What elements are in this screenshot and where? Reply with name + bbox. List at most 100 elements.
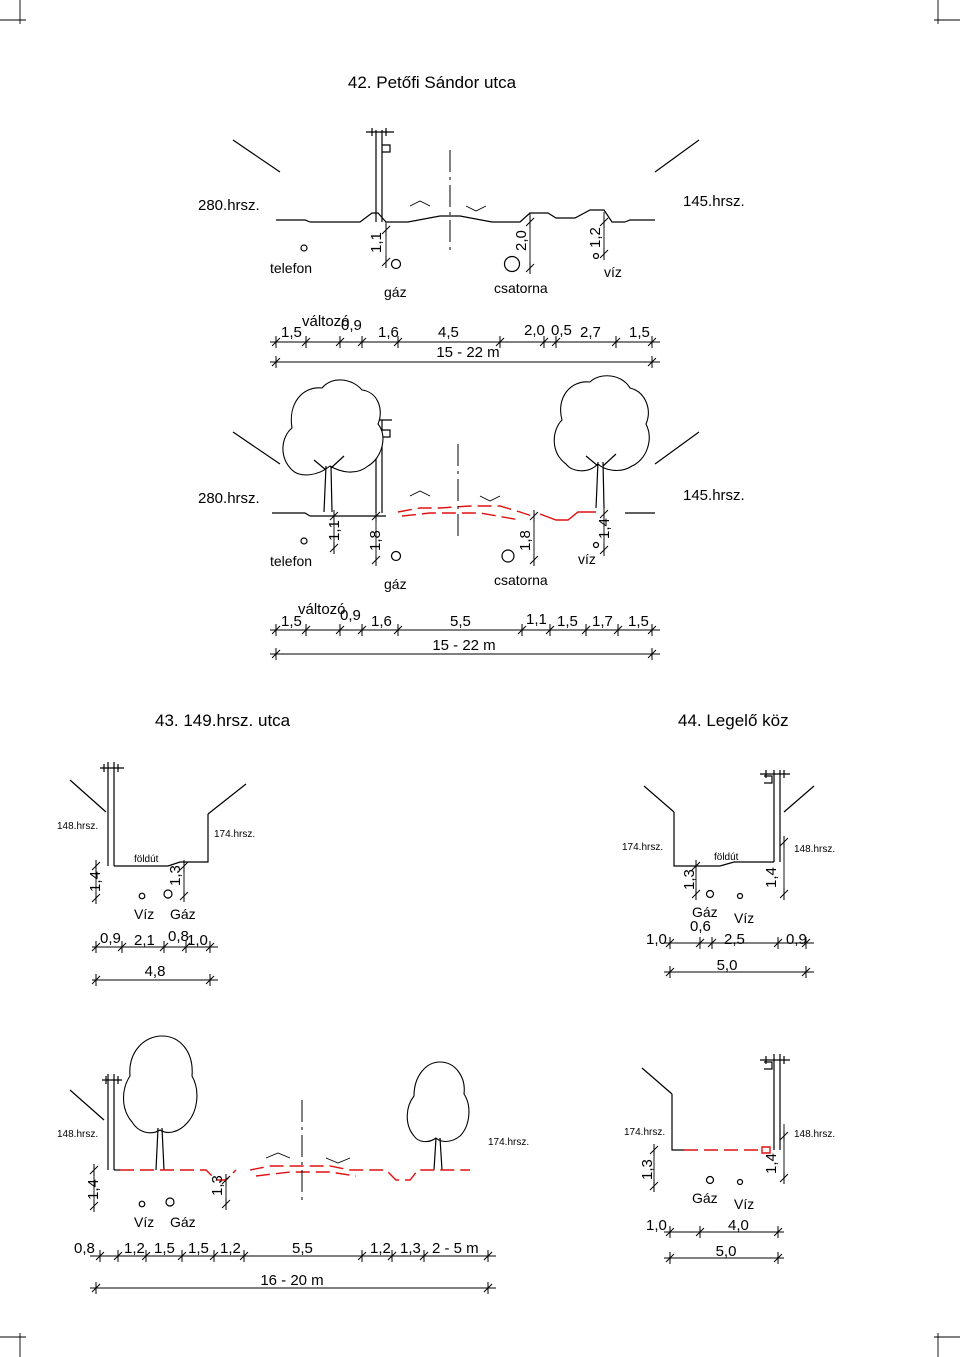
s3-total-width: 4,8: [145, 963, 166, 980]
s1-viz-label: víz: [604, 264, 622, 280]
tree-right-s5: [406, 1061, 470, 1171]
s2-viz-label: víz: [578, 551, 596, 567]
s6-depth-2: 1,4: [763, 1153, 780, 1174]
title-43: 43. 149.hrsz. utca: [155, 711, 291, 730]
title-44: 44. Legelő köz: [678, 711, 789, 730]
s1-csatorna-pipe: [503, 255, 521, 273]
s3-dim-1: 0,9: [100, 930, 121, 947]
s4-left-plot: 174.hrsz.: [622, 842, 663, 853]
s3-dim-2: 2,1: [134, 932, 155, 949]
section-2: 1,1 1,8 1,8 1,4 280.hrsz. 145.hrsz. tele…: [198, 375, 745, 661]
tree-left: [282, 379, 384, 513]
s2-dim-7: 1,7: [592, 613, 613, 630]
s2-csatorna-pipe: [501, 549, 515, 563]
s5-viz-label: Víz: [134, 1214, 154, 1230]
s2-total-width: 15 - 22 m: [432, 637, 495, 654]
s4-depth-2: 1,4: [763, 867, 780, 888]
s1-depth-viz: 1,2: [587, 227, 604, 248]
s1-dim-4: 4,5: [438, 324, 459, 341]
s2-dim-1: 1,5: [281, 613, 302, 630]
s6-gaz-label: Gáz: [692, 1190, 718, 1206]
s2-dim-3: 1,6: [371, 613, 392, 630]
s2-depth-3: 1,8: [517, 530, 534, 551]
s3-depth-2: 1,3: [167, 865, 184, 886]
s6-total-width: 5,0: [716, 1243, 737, 1260]
s5-dim-8: 1,3: [400, 1240, 421, 1257]
s6-left-plot: 174.hrsz.: [624, 1127, 665, 1138]
s3-gaz-label: Gáz: [170, 906, 196, 922]
s3-foldut: földút: [134, 854, 159, 865]
s1-telefon-label: telefon: [270, 260, 312, 276]
s2-dim-6: 1,5: [557, 613, 578, 630]
s5-dim-1: 0,8: [74, 1240, 95, 1257]
s2-depth-1: 1,1: [326, 520, 343, 541]
s1-dim-1: 1,5: [281, 324, 302, 341]
tree-left-s5: [122, 1035, 198, 1171]
s3-dim-4: 1,0: [187, 932, 208, 949]
s4-dim-3: 2,5: [724, 931, 745, 948]
s5-right-plot: 174.hrsz.: [488, 1137, 529, 1148]
section-3: 1,4 1,3 148.hrsz. 174.hrsz. földút Víz G…: [57, 762, 255, 987]
s6-gaz-pipe: [705, 1175, 715, 1185]
s5-viz-pipe: [138, 1200, 146, 1208]
title-42: 42. Petőfi Sándor utca: [348, 73, 517, 92]
s6-dim-2: 4,0: [728, 1217, 749, 1234]
s1-dim-6: 0,5: [551, 322, 572, 339]
s3-dim-3: 0,8: [168, 928, 189, 945]
section-4: 1,3 1,4 174.hrsz. 148.hrsz. földút Gáz V…: [622, 770, 835, 979]
s5-dim-6: 5,5: [292, 1240, 313, 1257]
s6-depth-1: 1,3: [639, 1159, 656, 1180]
s6-dim-1: 1,0: [646, 1217, 667, 1234]
s3-viz-label: Víz: [134, 906, 154, 922]
s4-gaz-label: Gáz: [692, 904, 718, 920]
s4-right-plot: 148.hrsz.: [794, 844, 835, 855]
s5-depth-2: 1,3: [209, 1175, 226, 1196]
section-1: 1,1 2,0 1,2 280.hrsz. 145.hrsz. telefon …: [198, 128, 745, 369]
s4-viz-label: Víz: [734, 910, 754, 926]
s4-gaz-pipe: [705, 889, 715, 899]
s5-left-plot: 148.hrsz.: [57, 1129, 98, 1140]
s4-dim-4: 0,9: [786, 931, 807, 948]
s3-right-plot: 174.hrsz.: [214, 829, 255, 840]
s3-left-plot: 148.hrsz.: [57, 821, 98, 832]
s4-total-width: 5,0: [717, 957, 738, 974]
s3-viz-pipe: [138, 892, 146, 900]
section-6: 1,3 1,4 174.hrsz. 148.hrsz. Gáz Víz 1,0 …: [624, 1054, 835, 1265]
s4-dim-1: 1,0: [646, 931, 667, 948]
s5-depth-1: 1,4: [85, 1179, 102, 1200]
s1-gaz-label: gáz: [384, 284, 407, 300]
s5-total-width: 16 - 20 m: [260, 1272, 323, 1289]
s2-telefon-label: telefon: [270, 553, 312, 569]
s1-dim-8: 1,5: [629, 324, 650, 341]
s5-dim-2: 1,2: [124, 1240, 145, 1257]
s2-valtozo-label: változó: [298, 601, 346, 618]
s5-gaz-pipe: [165, 1197, 175, 1207]
s3-depth-1: 1,4: [87, 871, 104, 892]
s6-viz-label: Víz: [734, 1196, 754, 1212]
section-5: 1,4 1,3 148.hrsz. 174.hrsz. Víz Gáz 0,8 …: [57, 1035, 529, 1295]
tree-right: [553, 375, 650, 509]
s2-telefon-pipe: [300, 537, 308, 545]
s4-viz-pipe: [736, 892, 744, 900]
s2-csatorna-label: csatorna: [494, 572, 548, 588]
s5-dim-9: 2 - 5 m: [432, 1240, 479, 1257]
s2-dim-4: 5,5: [450, 613, 471, 630]
s2-gaz-pipe: [390, 550, 402, 562]
s4-depth-1: 1,3: [681, 869, 698, 890]
s2-right-plot: 145.hrsz.: [683, 487, 745, 504]
s6-viz-pipe: [736, 1178, 744, 1186]
s2-dim-2: 0,9: [340, 607, 361, 624]
s1-valtozo-label: változó: [302, 313, 350, 330]
s1-depth-gaz: 1,1: [368, 232, 385, 253]
s5-dim-4: 1,5: [188, 1240, 209, 1257]
s1-total-width: 15 - 22 m: [436, 344, 499, 361]
s1-gaz-pipe: [390, 258, 402, 270]
s2-dim-8: 1,5: [628, 613, 649, 630]
s1-dim-3: 1,6: [378, 324, 399, 341]
s1-right-plot: 145.hrsz.: [683, 193, 745, 210]
s2-viz-pipe: [592, 541, 600, 549]
s1-dim-5: 2,0: [524, 322, 545, 339]
s2-depth-4: 1,4: [596, 518, 613, 539]
